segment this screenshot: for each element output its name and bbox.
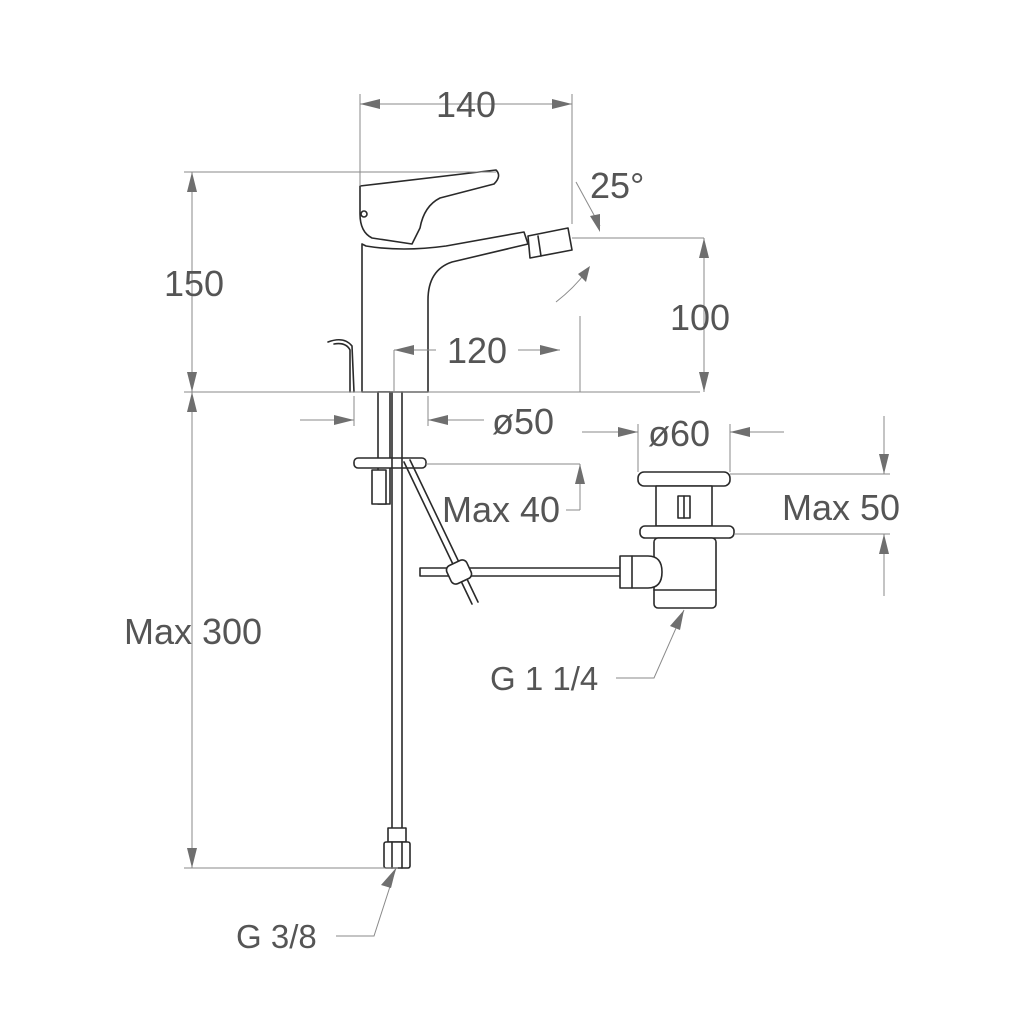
- drain-assembly: [619, 471, 735, 609]
- label-drain-diameter: ø60: [648, 413, 710, 454]
- drain-cap: [637, 471, 731, 487]
- label-base-diameter: ø50: [492, 401, 554, 442]
- drain-flange: [639, 525, 735, 539]
- hose-fitting: [387, 827, 407, 843]
- spout-nozzle: [527, 227, 573, 259]
- vertical-rod: [409, 459, 479, 603]
- label-spout-reach: 120: [447, 330, 507, 371]
- dimension-labels: 140 25° 150 100 120 ø50 ø60 Max 40 Max 5…: [124, 84, 900, 955]
- hose-hex-nut: [383, 841, 411, 869]
- label-width-top: 140: [436, 84, 496, 125]
- popup-linkage: [403, 459, 633, 605]
- handle-screw: [360, 210, 368, 218]
- label-angle: 25°: [590, 165, 644, 206]
- drain-side-boss: [619, 555, 663, 589]
- deck-nut: [353, 457, 427, 469]
- label-spout-height: 100: [670, 297, 730, 338]
- rod-clamp: [445, 559, 473, 585]
- label-drain-thread: G 1 1/4: [490, 660, 598, 697]
- supply-hose: [353, 391, 427, 869]
- dimension-lines: [184, 94, 890, 937]
- label-hose-thread: G 3/8: [236, 918, 317, 955]
- label-max-hose: Max 300: [124, 611, 262, 652]
- label-max-deck: Max 40: [442, 489, 560, 530]
- lever-handle: [359, 169, 500, 245]
- pull-rod: [327, 338, 355, 393]
- drain-body-lower: [653, 537, 717, 609]
- label-height-body: 150: [164, 263, 224, 304]
- label-max-drain: Max 50: [782, 487, 900, 528]
